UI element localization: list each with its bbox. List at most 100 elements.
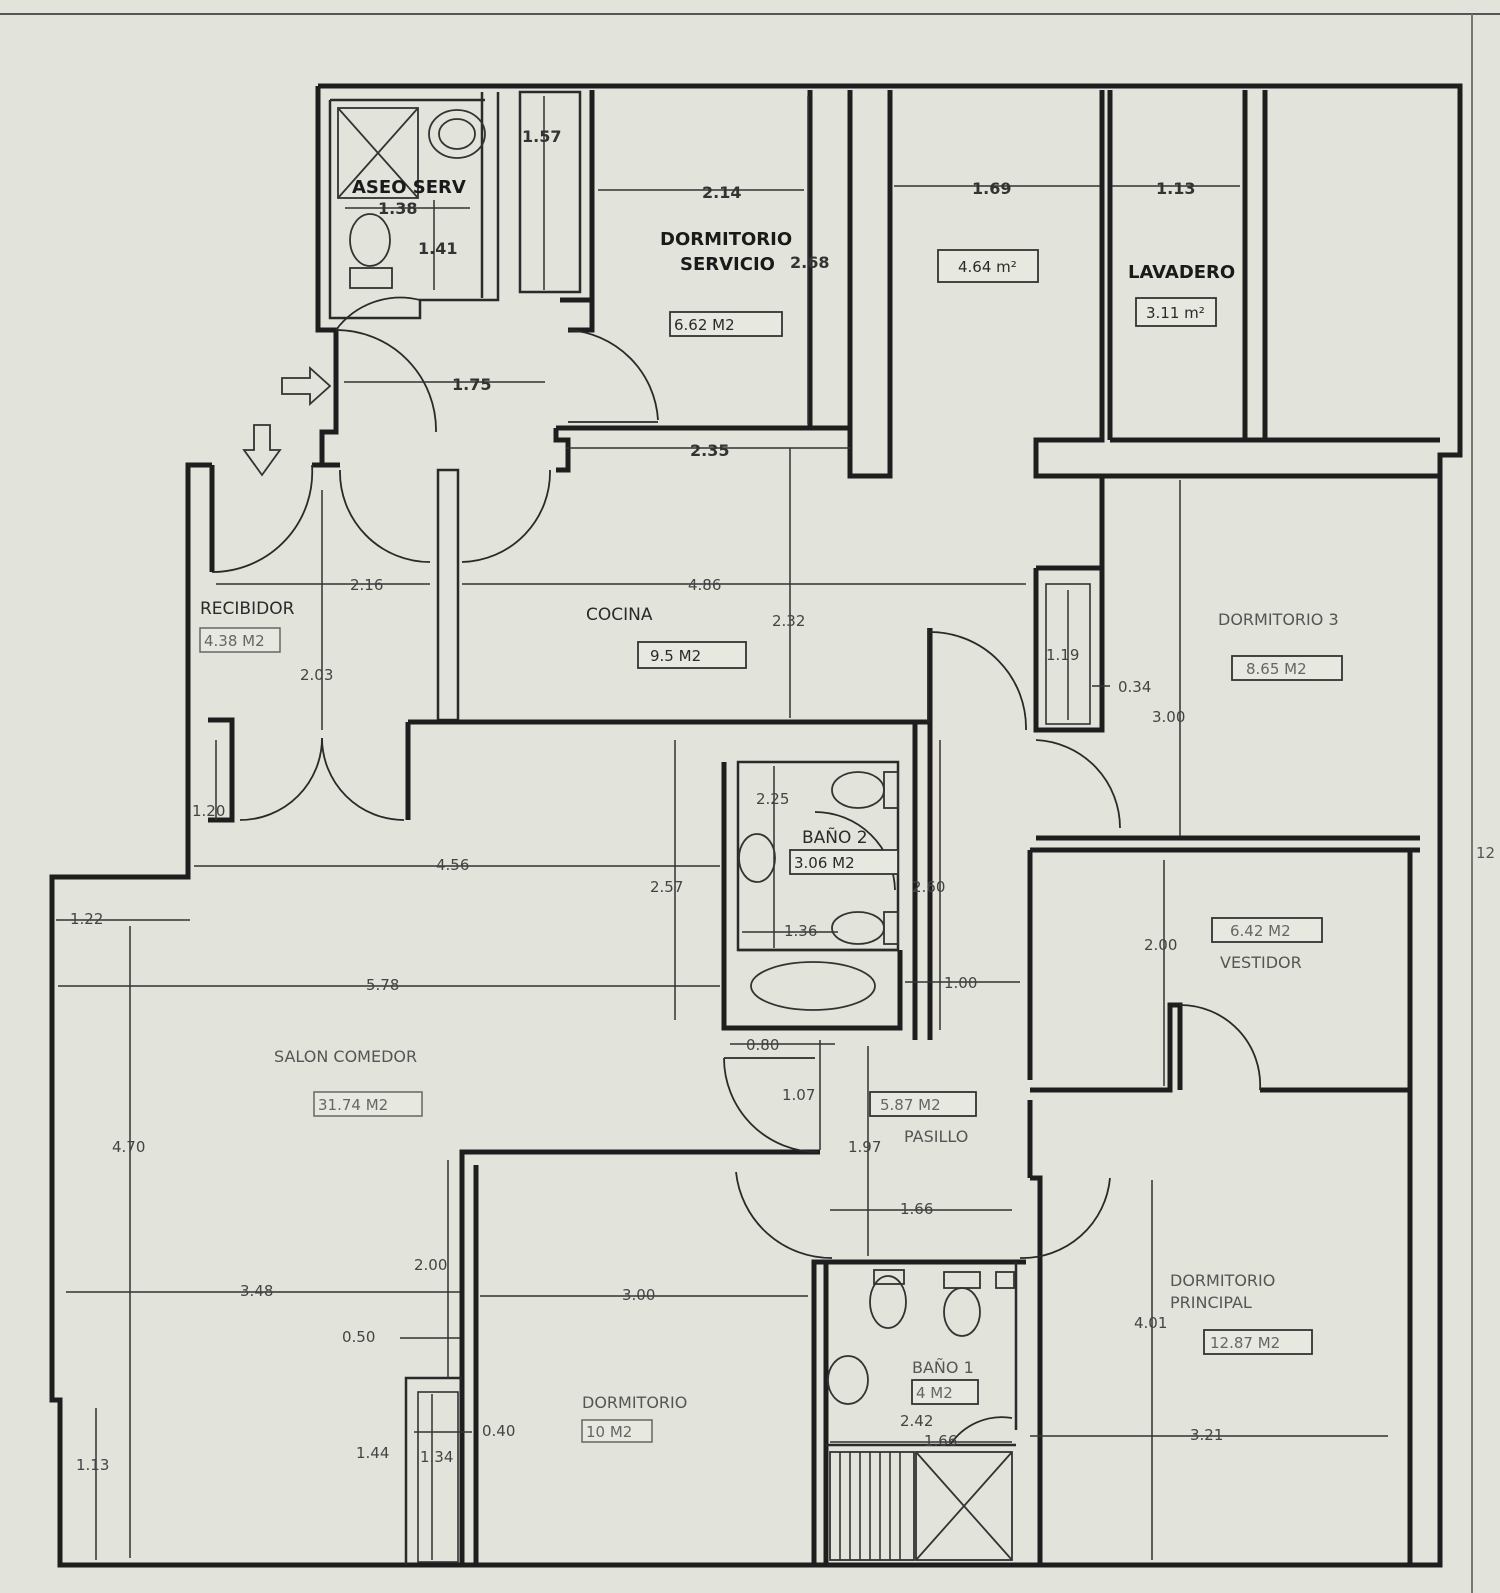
dimension-labels: 1.57 2.14 1.69 1.13 1.38 1.41 2.68 1.75 … [70,127,1223,1474]
bano1-toilet-tank [873,1269,905,1285]
dim-1-97: 1.97 [848,1138,881,1156]
aseo-sink-bowl [438,118,476,150]
area-unnamed-room: 4.64 m² [958,258,1017,276]
dim-2-16: 2.16 [350,576,383,594]
area-box-dormitorio-principal [1203,1329,1313,1355]
wall-bano1-right [1030,1175,1043,1565]
room-recibidor: RECIBIDOR [200,599,295,619]
dim-0-40: 0.40 [482,1422,515,1440]
dim-2-42: 2.42 [900,1412,933,1430]
bano1-tap [995,1271,1015,1289]
dim-4-70: 4.70 [112,1138,145,1156]
room-vestidor: VESTIDOR [1220,953,1302,972]
bano1-bidet-tank [943,1271,981,1289]
dim-1-41: 1.41 [418,239,457,258]
area-box-cocina [637,641,747,669]
dim-1-34: 1.34 [420,1448,453,1466]
aseo-toilet-tank [349,267,393,289]
dim-2-60: 2.60 [912,878,945,896]
area-lavadero: 3.11 m² [1146,304,1205,322]
area-cocina: 9.5 M2 [650,647,701,665]
bano1-toilet [869,1275,907,1329]
bano2-sink [738,833,776,883]
wall-kitchen-stub [553,428,571,473]
dim-1-07: 1.07 [782,1086,815,1104]
dim-1-57: 1.57 [522,127,561,146]
door-principal [1019,1177,1111,1259]
dim-2-00-right: 2.00 [1144,936,1177,954]
room-cocina: COCINA [586,605,653,625]
area-recibidor: 4.38 M2 [204,632,265,650]
dim-1-69: 1.69 [972,179,1011,198]
room-dormitorio-principal-line1: DORMITORIO [1170,1271,1275,1290]
door-salon-1 [239,737,323,821]
bano1-shower-tray [915,1451,1013,1561]
margin-label: 12 [1476,844,1495,862]
area-dormitorio-principal: 12.87 M2 [1210,1334,1280,1352]
bano2-toilet [831,771,885,809]
dim-3-00-mid: 3.00 [622,1286,655,1304]
dim-1-44: 1.44 [356,1444,389,1462]
door-salon-pasillo [723,1057,819,1153]
wall-servicio-corner [560,297,595,333]
bano1-radiator [829,1451,915,1561]
door-servicio [567,329,659,421]
wall-dorm3-left [1036,476,1105,571]
room-dormitorio: DORMITORIO [582,1393,687,1412]
dim-0-50: 0.50 [342,1328,375,1346]
closet-servicio [518,90,582,294]
aseo-wall [328,92,500,320]
closet-recibidor [208,717,235,823]
entrance-wall [312,86,339,468]
door-dormitorio [735,1171,833,1259]
room-dormitorio-3: DORMITORIO 3 [1218,610,1339,629]
room-bano-2: BAÑO 2 [802,826,868,848]
room-bano-1: BAÑO 1 [912,1358,974,1377]
door-entrance-left [211,464,314,573]
dim-0-34: 0.34 [1118,678,1151,696]
wall-servicio-bottom [556,90,893,479]
room-lavadero: LAVADERO [1128,262,1235,283]
door-kitchen-pasillo [929,631,1027,731]
area-dormitorio: 10 M2 [586,1423,632,1441]
closet-dormitorio [404,1376,462,1565]
area-box-salon-comedor [313,1091,423,1117]
bano2-bidet [831,911,885,945]
dim-1-36: 1.36 [784,922,817,940]
dim-1-00: 1.00 [944,974,977,992]
dim-1-19: 1.19 [1046,646,1079,664]
door-salon-2 [321,737,405,821]
dim-1-22: 1.22 [70,910,103,928]
dim-1-13-top: 1.13 [1156,179,1195,198]
dimension-lines [56,96,1388,1560]
dim-3-21: 3.21 [1190,1426,1223,1444]
doors [211,296,1262,1446]
area-dormitorio-3: 8.65 M2 [1246,660,1307,678]
dim-5-78: 5.78 [366,976,399,994]
door-bano1 [949,1416,1013,1446]
dim-2-00-left: 2.00 [414,1256,447,1274]
dim-4-86: 4.86 [688,576,721,594]
dim-2-35: 2.35 [690,441,729,460]
room-dormitorio-servicio-line1: DORMITORIO [660,229,792,250]
dim-3-48: 3.48 [240,1282,273,1300]
dim-0-80: 0.80 [746,1036,779,1054]
door-entrance-top [335,329,437,433]
fixtures [337,107,1015,1561]
room-dormitorio-servicio-line2: SERVICIO [680,254,775,275]
room-pasillo: PASILLO [904,1127,968,1146]
area-labels: 6.62 M2 4.64 m² 3.11 m² 4.38 M2 9.5 M2 8… [199,249,1343,1443]
aseo-sink [428,109,486,159]
dim-1-66-mid: 1.66 [900,1200,933,1218]
dim-1-38: 1.38 [378,199,417,218]
bano2-bidet-tank [883,911,899,945]
bano1-sink [827,1355,869,1405]
area-box-unnamed [937,249,1039,283]
aseo-shower-tray [337,107,419,199]
dim-4-01: 4.01 [1134,1314,1167,1332]
area-box-lavadero [1135,297,1217,327]
door-aseo [335,296,421,331]
dim-1-20: 1.20 [192,802,225,820]
area-bano-2: 3.06 M2 [794,854,855,872]
